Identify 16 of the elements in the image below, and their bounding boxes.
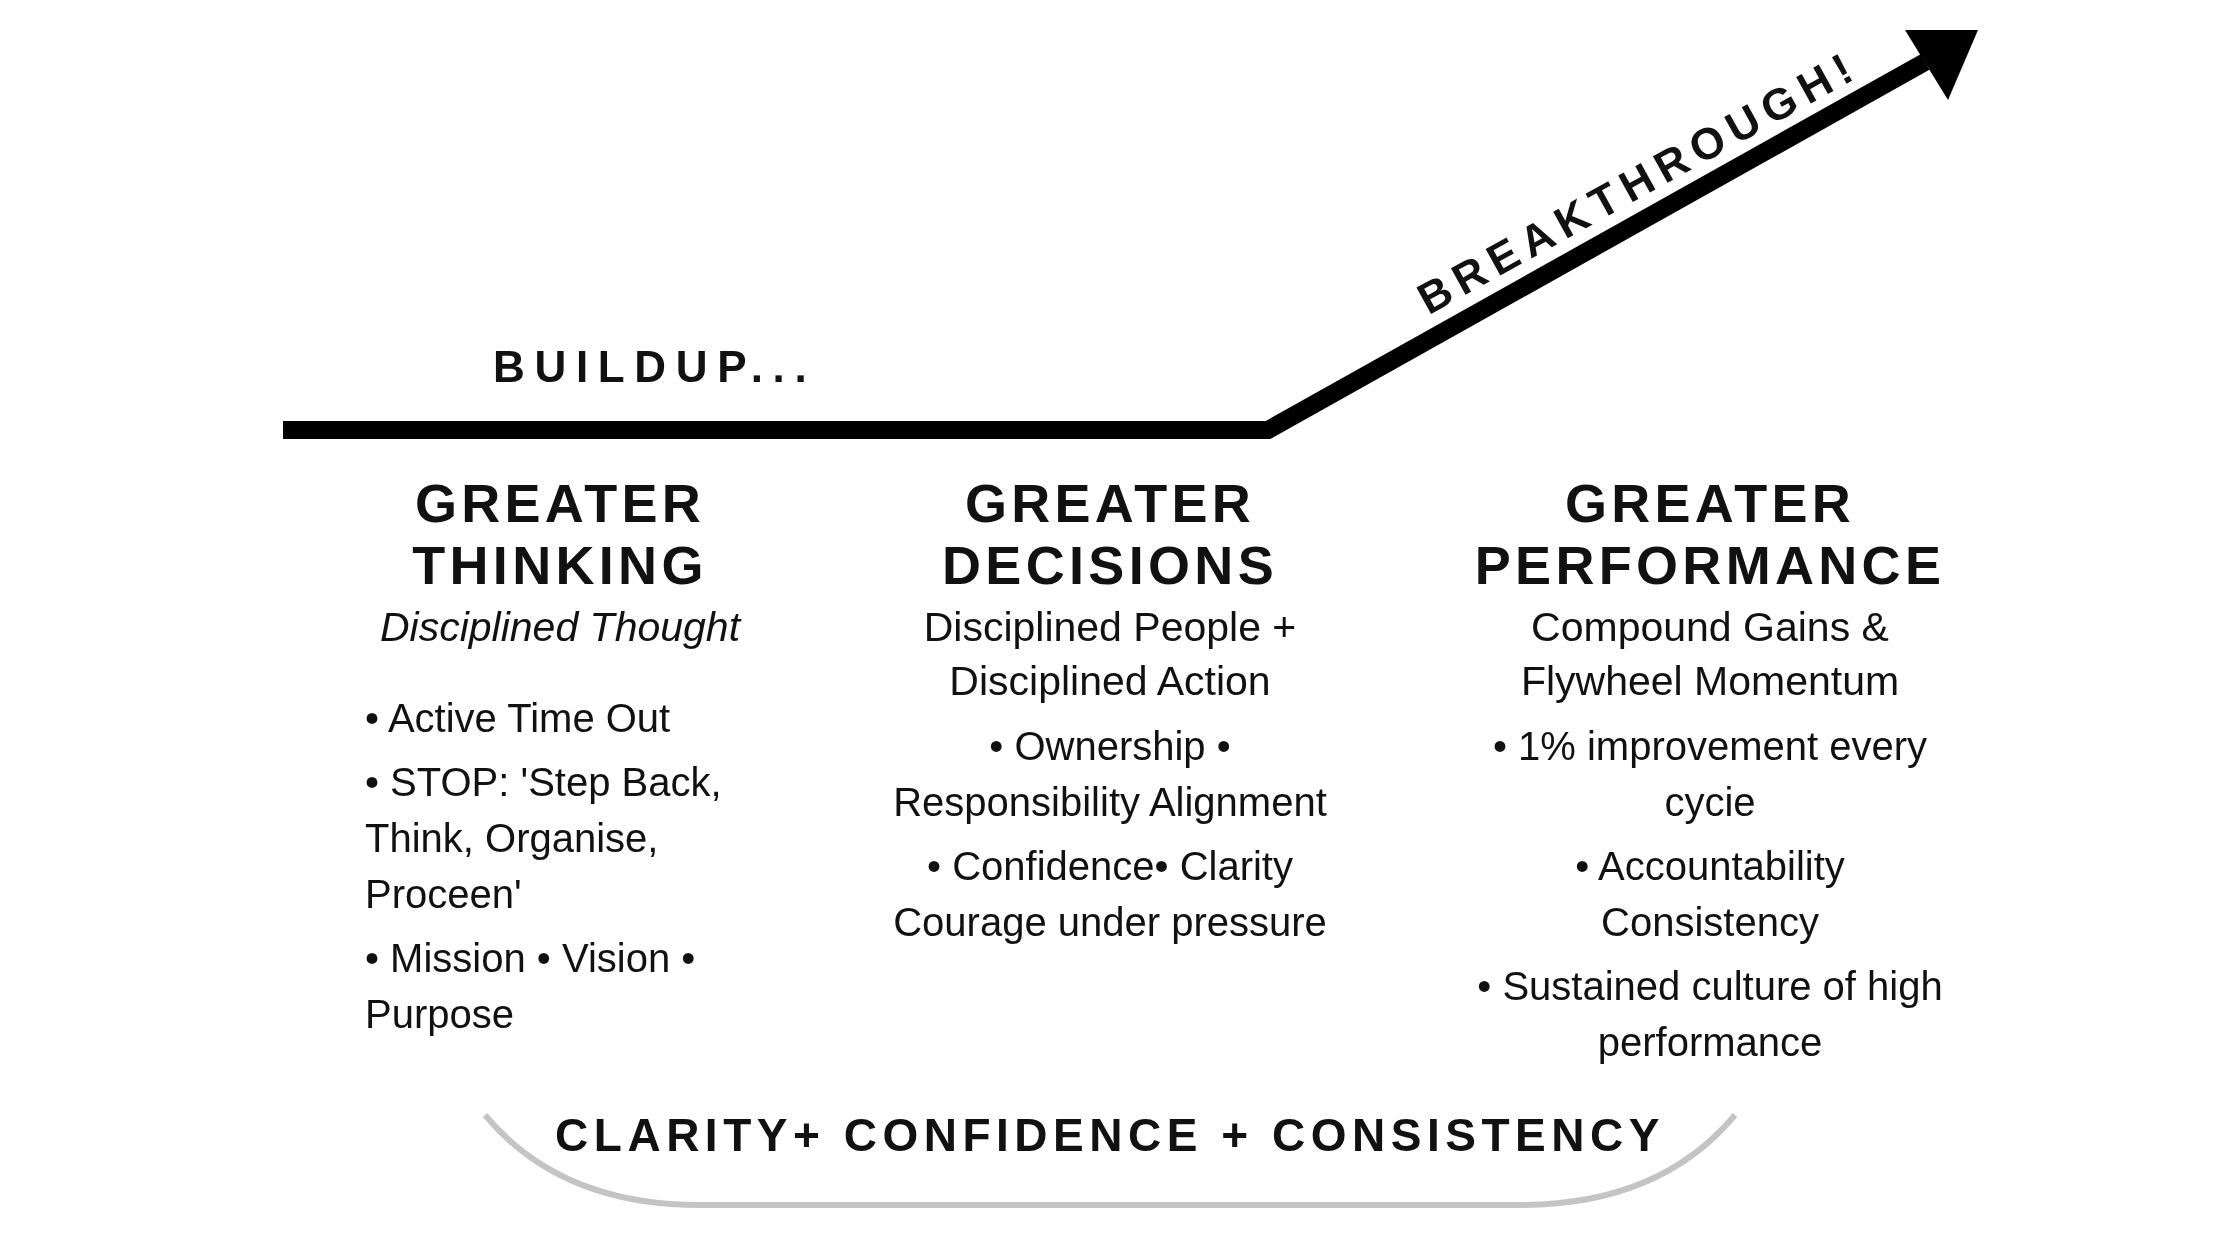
column-heading: GREATER PERFORMANCE xyxy=(1473,472,1947,596)
bullet-item: • Ownership • Responsibility Alignment xyxy=(892,723,1328,826)
column-heading: GREATER THINKING xyxy=(411,472,709,596)
bullet-item: • STOP: 'Step Back, Think, Organise, Proceen' xyxy=(365,759,723,918)
column-subtitle: Disciplined Thought xyxy=(379,603,741,652)
summary-text: CLARITY+ CONFIDENCE + CONSISTENCY xyxy=(554,1112,1666,1158)
bullet-item: • Mission • Vision • Purpose xyxy=(365,935,697,1038)
column-subtitle: Compound Gains & Flywheel Momentum xyxy=(1519,603,1901,706)
bullet-item: • Sustained culture of high performance xyxy=(1476,963,1944,1066)
bullet-item: • 1% improvement every cycie xyxy=(1491,723,1929,826)
stage-label: BUILDUP... xyxy=(493,345,817,389)
column-subtitle: Disciplined People + Disciplined Action xyxy=(922,603,1298,706)
bullet-item: • Accountability Consistency xyxy=(1574,843,1846,946)
column-heading: GREATER DECISIONS xyxy=(941,472,1279,596)
bullet-item: • Confidence• Clarity Courage under pressure xyxy=(892,843,1328,946)
bullet-item: • Active Time Out xyxy=(365,695,672,742)
